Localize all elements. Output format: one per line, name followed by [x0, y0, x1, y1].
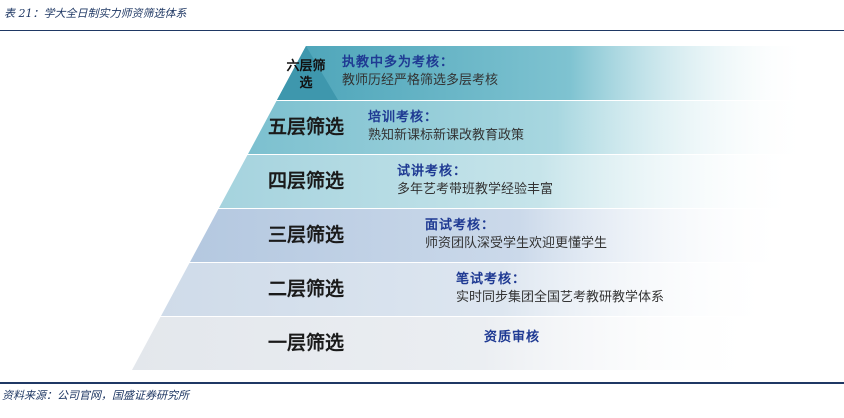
layer-label-4: 四层筛选	[267, 170, 344, 192]
layer-title: 培训考核：	[368, 110, 439, 125]
pyramid-band-2	[161, 263, 780, 316]
pyramid-band-1	[132, 317, 770, 370]
pyramid-band-6	[277, 46, 810, 100]
figure-caption: 表 21：学大全日制实力师资筛选体系	[4, 7, 187, 20]
layer-desc-3: 面试考核： 师资团队深受学生欢迎更懂学生	[425, 217, 607, 253]
layer-body: 教师历经严格筛选多层考核	[342, 73, 499, 88]
layer-desc-5: 培训考核： 熟知新课标新课改教育政策	[368, 109, 524, 145]
layer-body: 多年艺考带班教学经验丰富	[397, 182, 554, 197]
layer-desc-2: 笔试考核： 实时同步集团全国艺考教研教学体系	[456, 271, 664, 307]
layer-label-3: 三层筛选	[267, 224, 344, 246]
layer-title: 面试考核：	[425, 218, 496, 233]
layer-desc-1: 资质审核	[484, 329, 540, 347]
layer-title: 资质审核	[484, 330, 541, 345]
pyramid-band-4	[219, 155, 800, 208]
layer-title: 试讲考核：	[397, 164, 468, 179]
pyramid-band-5	[248, 101, 810, 154]
pyramid-apex	[277, 46, 338, 100]
layer-desc-6: 执教中多为考核： 教师历经严格筛选多层考核	[342, 54, 498, 90]
bottom-rule	[0, 382, 844, 384]
layer-label-6: 六层筛选	[286, 59, 326, 91]
layer-body: 熟知新课标新课改教育政策	[368, 128, 525, 143]
pyramid-band-3	[190, 209, 790, 262]
layer-label-5: 五层筛选	[267, 116, 344, 138]
source-note: 资料来源：公司官网，国盛证券研究所	[2, 389, 189, 402]
layer-title: 执教中多为考核：	[342, 55, 455, 70]
top-rule	[0, 30, 844, 31]
layer-label-2: 二层筛选	[267, 278, 344, 300]
layer-desc-4: 试讲考核： 多年艺考带班教学经验丰富	[397, 163, 553, 199]
layer-title: 笔试考核：	[456, 272, 527, 287]
layer-body: 师资团队深受学生欢迎更懂学生	[425, 236, 608, 251]
layer-body: 实时同步集团全国艺考教研教学体系	[456, 290, 665, 305]
layer-label-1: 一层筛选	[267, 332, 344, 354]
